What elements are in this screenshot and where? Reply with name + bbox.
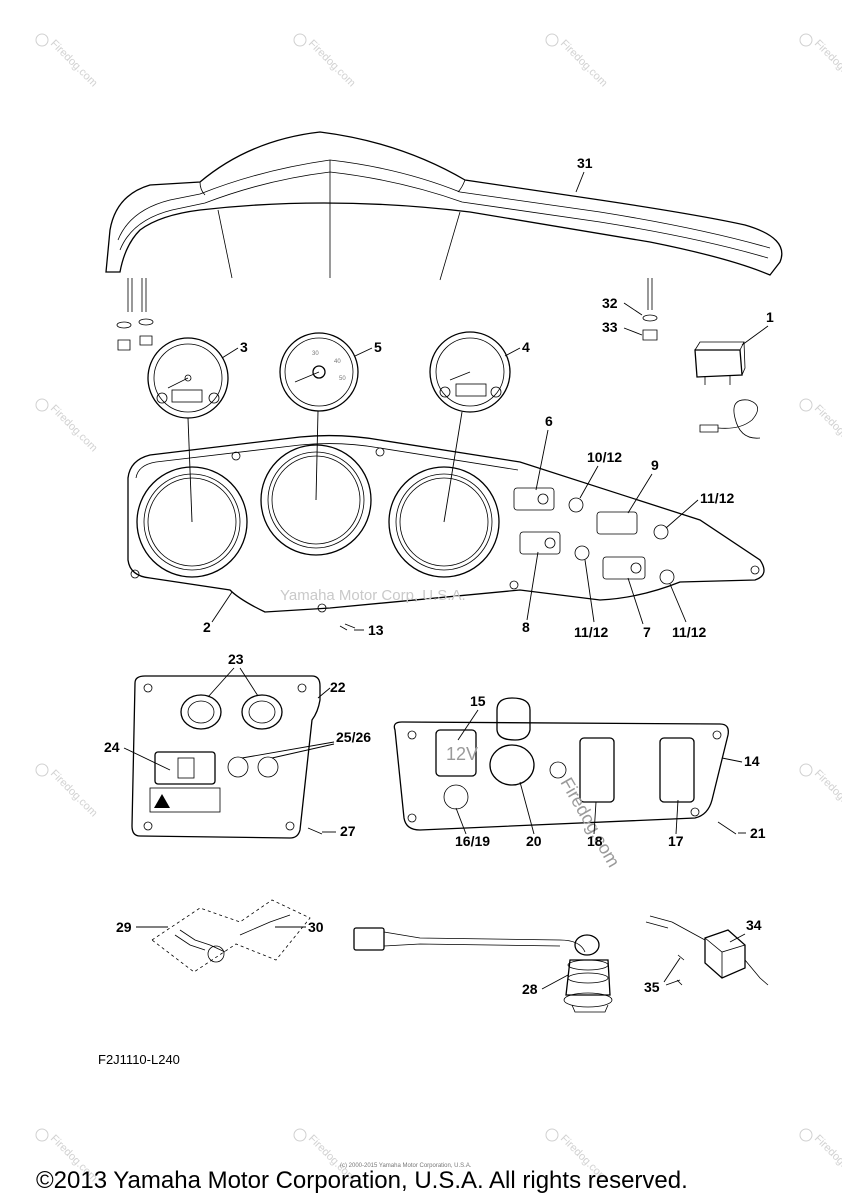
callout-11-12-mid: 11/12	[574, 624, 608, 640]
firedog-watermark-text: Firedog.com	[558, 38, 610, 90]
callout-8: 8	[522, 619, 530, 635]
firedog-watermark-text: Firedog.com	[48, 768, 100, 820]
callout-22: 22	[330, 679, 346, 695]
svg-text:30: 30	[312, 351, 319, 357]
callout-9: 9	[651, 457, 659, 473]
callout-15: 15	[470, 693, 486, 709]
control-unit	[694, 341, 761, 439]
instrument-panel	[127, 410, 765, 631]
callout-6: 6	[545, 413, 553, 429]
firedog-watermark-text: Firedog.com	[48, 403, 100, 455]
firedog-logo: Firedog.com	[545, 33, 610, 90]
diagram-code: F2J1110-L240	[98, 1052, 180, 1067]
cover-fasteners	[116, 278, 658, 351]
firedog-logo: Firedog.com	[35, 763, 100, 820]
fuel-gauge	[429, 331, 511, 413]
firedog-watermark-text: Firedog.com	[812, 403, 842, 455]
connector-assembly	[353, 927, 613, 1013]
speedometer-gauge: 30 40 50	[279, 332, 359, 412]
callout-13: 13	[368, 622, 384, 638]
callout-16-19: 16/19	[455, 833, 490, 849]
firedog-watermark-text: Firedog.com	[812, 1133, 842, 1185]
callout-34: 34	[746, 917, 762, 933]
firedog-logo: Firedog.com	[799, 33, 842, 90]
callout-29: 29	[116, 919, 132, 935]
callout-21: 21	[750, 825, 766, 841]
firedog-watermark-text: Firedog.com	[306, 38, 358, 90]
firedog-logo: Firedog.com	[799, 398, 842, 455]
callout-4: 4	[522, 339, 530, 355]
svg-text:40: 40	[334, 359, 341, 365]
firedog-watermark-text: Firedog.com	[812, 768, 842, 820]
firedog-logo: Firedog.com	[799, 763, 842, 820]
relay-unit	[645, 915, 769, 986]
copyright-notice: ©2013 Yamaha Motor Corporation, U.S.A. A…	[36, 1167, 688, 1194]
callout-1: 1	[766, 309, 774, 325]
dash-cover	[105, 131, 783, 281]
callout-2: 2	[203, 619, 211, 635]
callouts: 31 32 33 1 3 5 4 6 10/12 9 11/12 2 13 8 …	[104, 155, 774, 997]
callout-11-12-right: 11/12	[672, 624, 706, 640]
svg-text:50: 50	[339, 376, 346, 382]
harness-kit	[151, 899, 311, 973]
tachometer-gauge	[147, 337, 229, 419]
outlet-12v-label: 12V	[446, 744, 478, 764]
firedog-logo: Firedog.com	[293, 33, 358, 90]
right-switch-panel: 12V	[393, 697, 729, 831]
callout-7: 7	[643, 624, 651, 640]
callout-24: 24	[104, 739, 120, 755]
callout-27: 27	[340, 823, 356, 839]
firedog-logo: Firedog.com	[35, 398, 100, 455]
firedog-watermark-text: Firedog.com	[48, 38, 100, 90]
left-switch-panel	[131, 675, 321, 839]
callout-5: 5	[374, 339, 382, 355]
callout-17: 17	[668, 833, 684, 849]
callout-35: 35	[644, 979, 660, 995]
callout-30: 30	[308, 919, 324, 935]
fine-print: (c) 2000-2015 Yamaha Motor Corporation, …	[340, 1163, 472, 1169]
callout-23: 23	[228, 651, 244, 667]
callout-28: 28	[522, 981, 538, 997]
callout-31: 31	[577, 155, 593, 171]
firedog-watermark-text: Firedog.com	[812, 38, 842, 90]
callout-10-12: 10/12	[587, 449, 622, 465]
callout-11-12-top: 11/12	[700, 490, 734, 506]
yamaha-watermark: Yamaha Motor Corp, U.S.A.	[280, 587, 466, 604]
callout-20: 20	[526, 833, 542, 849]
callout-25-26: 25/26	[336, 729, 371, 745]
firedog-logo: Firedog.com	[799, 1128, 842, 1185]
firedog-logo: Firedog.com	[35, 33, 100, 90]
callout-18: 18	[587, 833, 603, 849]
callout-3: 3	[240, 339, 248, 355]
callout-33: 33	[602, 319, 618, 335]
watermark-grid: Firedog.com Firedog.com Firedog.com Fire…	[35, 33, 842, 1185]
callout-32: 32	[602, 295, 618, 311]
callout-14: 14	[744, 753, 760, 769]
